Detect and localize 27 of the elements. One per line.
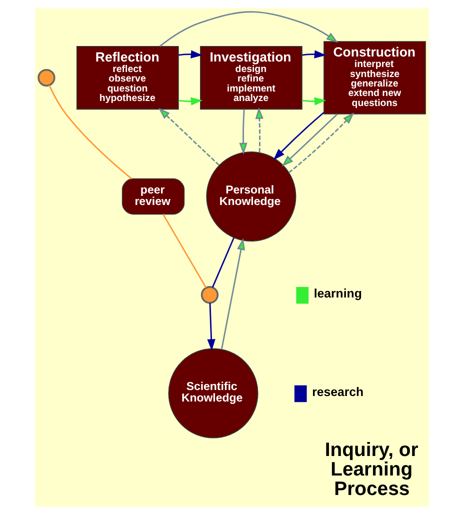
node-box: Reflection reflect observe question hypothesize	[76, 46, 179, 110]
arrow	[159, 11, 338, 47]
arrow	[239, 109, 248, 154]
connector	[48, 85, 132, 180]
arrow	[288, 112, 354, 174]
arrow	[255, 107, 264, 152]
arrow	[220, 238, 246, 350]
diagram-title: Inquiry, or Learning Process	[324, 439, 418, 500]
node-circle	[38, 68, 56, 87]
arrow	[158, 108, 220, 166]
node-circle: Scientific Knowledge	[168, 348, 258, 438]
connector	[162, 214, 207, 288]
arrow	[273, 112, 324, 160]
connector	[212, 238, 234, 288]
arrow	[207, 303, 216, 351]
node-circle: Personal Knowledge	[206, 151, 296, 242]
arrow	[178, 50, 203, 58]
arrow	[302, 50, 326, 58]
arrow	[178, 97, 203, 106]
node-box: Construction interpret synthesize generalize extend new questions	[324, 41, 426, 114]
legend-label: learning	[314, 286, 362, 301]
node-circle	[200, 286, 219, 304]
arrow	[282, 114, 338, 167]
legend-label: research	[312, 385, 364, 400]
node-box: peer review	[122, 178, 185, 215]
arrow	[302, 97, 326, 106]
node-box: Investigation design refine implement analyze	[200, 46, 302, 110]
